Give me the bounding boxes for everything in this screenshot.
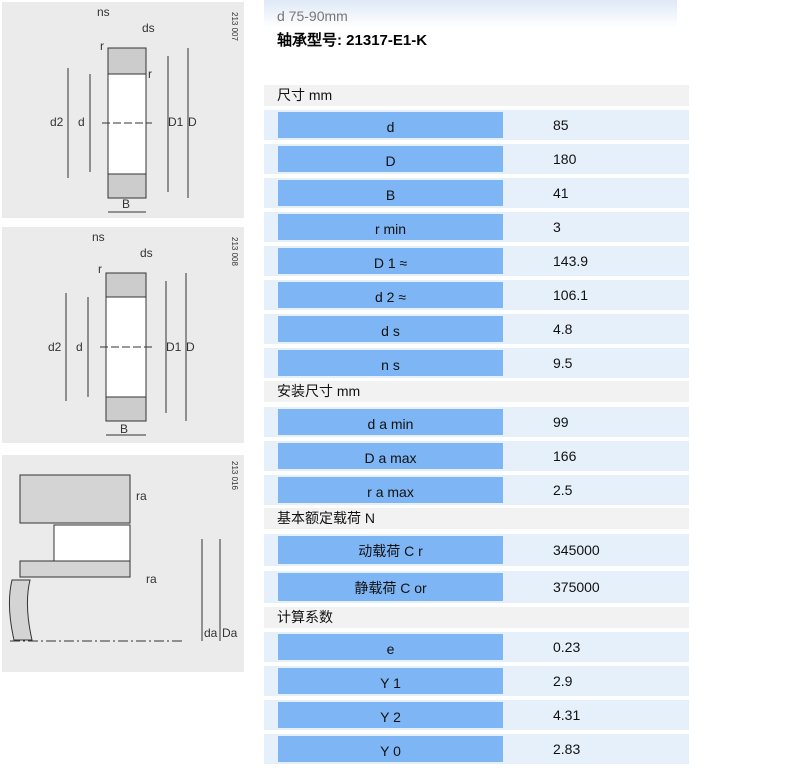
label-B: B: [122, 197, 130, 211]
table-row: 静载荷 C or 375000: [264, 571, 689, 603]
table-row: n s 9.5: [264, 348, 689, 378]
label-Da: Da: [222, 626, 238, 640]
table-row: e 0.23: [264, 632, 689, 662]
table-row: Y 1 2.9: [264, 666, 689, 696]
header-band: [264, 0, 677, 28]
label-d2: d2: [50, 115, 64, 129]
label-ns: ns: [97, 5, 110, 19]
param-label: n s: [278, 350, 503, 376]
param-value: 2.5: [553, 482, 573, 498]
label-ds: ds: [140, 246, 153, 260]
figure-code: 213 008: [230, 237, 239, 266]
label-D: D: [186, 340, 195, 354]
param-value: 9.5: [553, 355, 573, 371]
table-row: r a max 2.5: [264, 475, 689, 505]
param-value: 143.9: [553, 253, 589, 269]
param-value: 4.8: [553, 321, 573, 337]
table-row: r min 3: [264, 212, 689, 242]
table-row: D a max 166: [264, 441, 689, 471]
label-d: d: [76, 340, 83, 354]
label-r2: r: [148, 67, 152, 81]
section-header: 计算系数: [264, 607, 689, 628]
param-value: 2.83: [553, 741, 581, 757]
mounting-drawing: ra ra da Da 213 016: [2, 455, 244, 672]
param-label: d s: [278, 316, 503, 342]
table-row: d 2 ≈ 106.1: [264, 280, 689, 310]
label-D: D: [188, 115, 197, 129]
figure-code: 213 007: [230, 12, 239, 41]
param-value: 106.1: [553, 287, 589, 303]
table-row: B 41: [264, 178, 689, 208]
param-label: D: [278, 146, 503, 172]
param-label: D 1 ≈: [278, 248, 503, 274]
label-B: B: [120, 422, 128, 436]
param-label: Y 0: [278, 736, 503, 762]
bearing-model-title: 轴承型号: 21317-E1-K: [277, 32, 428, 49]
param-value: 180: [553, 151, 577, 167]
label-D1: D1: [166, 340, 182, 354]
param-value: 4.31: [553, 707, 581, 723]
label-ra: ra: [136, 489, 147, 503]
param-label: d 2 ≈: [278, 282, 503, 308]
param-label: Y 1: [278, 668, 503, 694]
param-value: 0.23: [553, 639, 581, 655]
param-label: 静载荷 C or: [278, 573, 503, 601]
param-label: r a max: [278, 477, 503, 503]
param-label: D a max: [278, 443, 503, 469]
bearing-drawing-1: d2 d D1 D B ns ds r r 213 007: [2, 2, 244, 218]
param-value: 2.9: [553, 673, 573, 689]
param-label: 动载荷 C r: [278, 536, 503, 564]
section-header: 尺寸 mm: [264, 85, 689, 106]
param-value: 166: [553, 448, 577, 464]
label-ra-2: ra: [146, 572, 157, 586]
param-label: B: [278, 180, 503, 206]
param-value: 375000: [553, 579, 600, 595]
param-value: 3: [553, 219, 561, 235]
table-row: Y 0 2.83: [264, 734, 689, 764]
param-value: 99: [553, 414, 569, 430]
table-row: d s 4.8: [264, 314, 689, 344]
table-row: Y 2 4.31: [264, 700, 689, 730]
param-value: 345000: [553, 542, 600, 558]
param-label: d: [278, 112, 503, 138]
table-row: D 180: [264, 144, 689, 174]
bearing-drawing-2: d2 d D1 D B ns ds r 213 008: [2, 227, 244, 443]
label-da: da: [204, 626, 218, 640]
table-row: d a min 99: [264, 407, 689, 437]
table-row: d 85: [264, 110, 689, 140]
table-row: D 1 ≈ 143.9: [264, 246, 689, 276]
label-D1: D1: [168, 115, 184, 129]
section-header: 安装尺寸 mm: [264, 381, 689, 402]
param-label: r min: [278, 214, 503, 240]
param-value: 41: [553, 185, 569, 201]
param-label: e: [278, 634, 503, 660]
label-d: d: [78, 115, 85, 129]
table-row: 动载荷 C r 345000: [264, 534, 689, 566]
diameter-range: d 75-90mm: [277, 8, 348, 24]
label-ns: ns: [92, 230, 105, 244]
param-label: d a min: [278, 409, 503, 435]
section-header: 基本额定载荷 N: [264, 508, 689, 529]
param-label: Y 2: [278, 702, 503, 728]
label-ds: ds: [142, 21, 155, 35]
label-r: r: [98, 262, 102, 276]
label-r: r: [100, 39, 104, 53]
label-d2: d2: [48, 340, 62, 354]
param-value: 85: [553, 117, 569, 133]
figure-code: 213 016: [230, 461, 239, 490]
